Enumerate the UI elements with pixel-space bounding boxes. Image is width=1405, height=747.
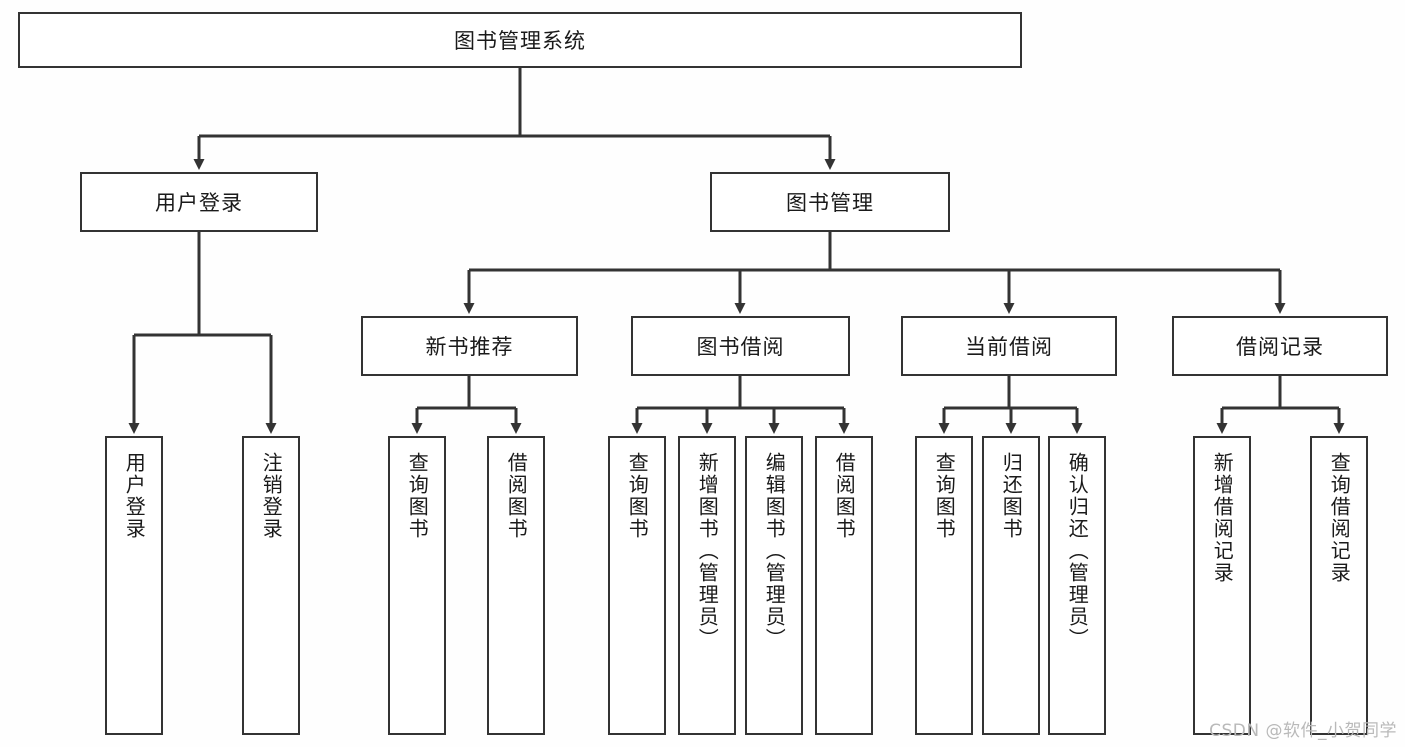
leaf-logout[interactable]: 注销登录 — [242, 436, 300, 735]
node-new-book-recommend-label: 新书推荐 — [425, 335, 514, 359]
leaf-query-borrow-record[interactable]: 查询借阅记录 — [1310, 436, 1368, 735]
node-book-management-label: 图书管理 — [786, 191, 874, 215]
node-user-login[interactable]: 用户登录 — [80, 172, 318, 232]
leaf-add-book-admin[interactable]: 新增图书（管理员） — [678, 436, 736, 735]
leaf-add-borrow-record[interactable]: 新增借阅记录 — [1193, 436, 1251, 735]
leaf-query-book-borrow-label: 查询图书 — [625, 452, 650, 540]
leaf-borrow-book-recommend[interactable]: 借阅图书 — [487, 436, 545, 735]
leaf-query-book-current[interactable]: 查询图书 — [915, 436, 973, 735]
watermark: CSDN @软件_小贺同学 — [1209, 721, 1397, 741]
leaf-borrow-book-label: 借阅图书 — [832, 452, 857, 540]
node-current-borrow-label: 当前借阅 — [965, 335, 1053, 359]
leaf-confirm-return-admin[interactable]: 确认归还（管理员） — [1048, 436, 1106, 735]
leaf-query-book-current-label: 查询图书 — [932, 452, 957, 540]
node-book-borrow-label: 图书借阅 — [696, 335, 785, 359]
leaf-user-login[interactable]: 用户登录 — [105, 436, 163, 735]
leaf-query-book-recommend[interactable]: 查询图书 — [388, 436, 446, 735]
leaf-return-book-label: 归还图书 — [999, 452, 1024, 540]
leaf-query-book-borrow[interactable]: 查询图书 — [608, 436, 666, 735]
leaf-add-book-admin-label: 新增图书（管理员） — [695, 452, 720, 650]
leaf-query-book-recommend-label: 查询图书 — [405, 452, 430, 540]
node-root[interactable]: 图书管理系统 — [18, 12, 1022, 68]
leaf-logout-label: 注销登录 — [259, 452, 284, 540]
leaf-query-borrow-record-label: 查询借阅记录 — [1327, 452, 1352, 584]
node-new-book-recommend[interactable]: 新书推荐 — [361, 316, 578, 376]
leaf-confirm-return-admin-label: 确认归还（管理员） — [1065, 452, 1090, 650]
node-current-borrow[interactable]: 当前借阅 — [901, 316, 1117, 376]
leaf-edit-book-admin[interactable]: 编辑图书（管理员） — [745, 436, 803, 735]
leaf-add-borrow-record-label: 新增借阅记录 — [1210, 452, 1235, 584]
node-book-borrow[interactable]: 图书借阅 — [631, 316, 850, 376]
leaf-user-login-label: 用户登录 — [122, 452, 147, 540]
node-borrow-record-label: 借阅记录 — [1236, 335, 1324, 359]
node-user-login-label: 用户登录 — [155, 191, 243, 215]
node-root-label: 图书管理系统 — [454, 29, 586, 53]
node-book-management[interactable]: 图书管理 — [710, 172, 950, 232]
leaf-return-book[interactable]: 归还图书 — [982, 436, 1040, 735]
leaf-borrow-book-recommend-label: 借阅图书 — [504, 452, 529, 540]
leaf-borrow-book[interactable]: 借阅图书 — [815, 436, 873, 735]
leaf-edit-book-admin-label: 编辑图书（管理员） — [762, 452, 787, 650]
node-borrow-record[interactable]: 借阅记录 — [1172, 316, 1388, 376]
